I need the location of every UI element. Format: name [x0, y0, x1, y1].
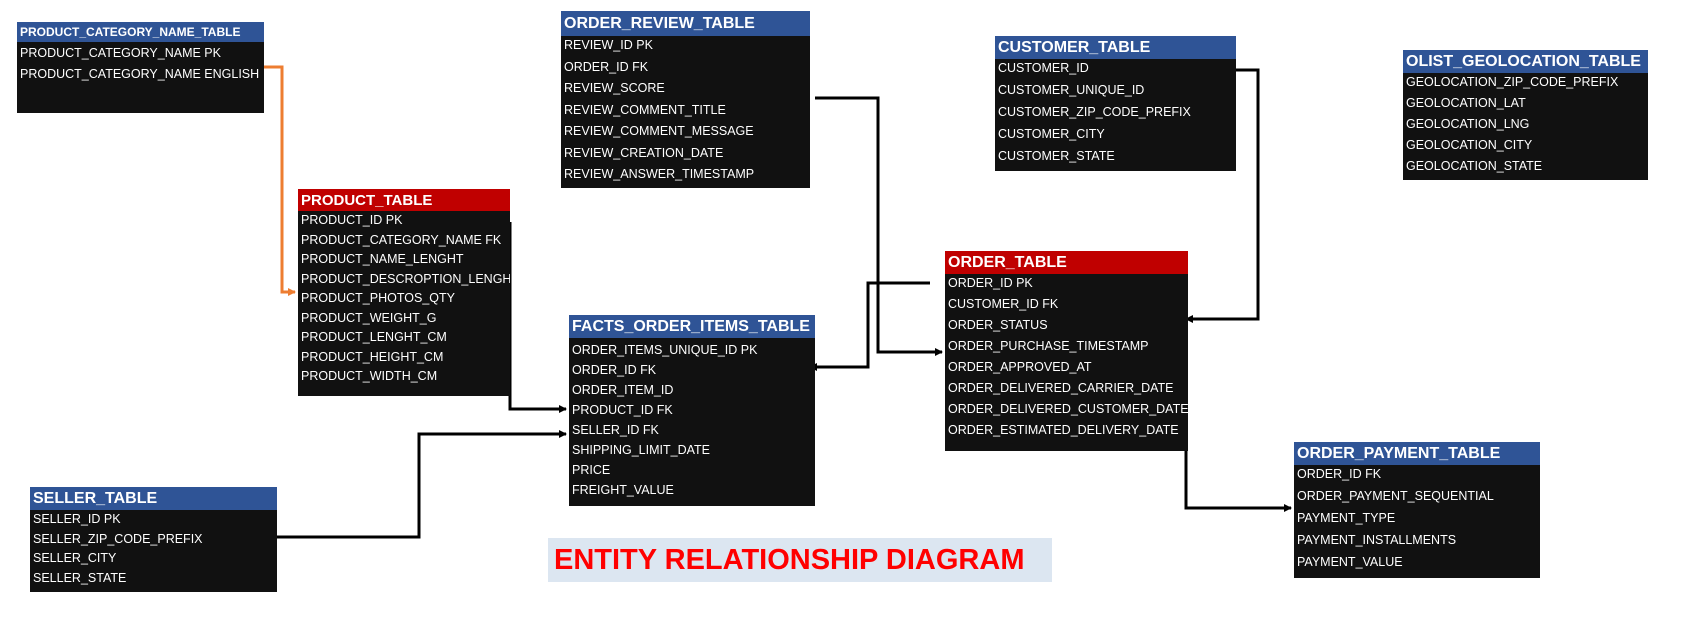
column-row: SELLER_ZIP_CODE_PREFIX	[33, 531, 203, 546]
column-row: SELLER_CITY	[33, 551, 117, 565]
column-row: CUSTOMER_ZIP_CODE_PREFIX	[998, 105, 1191, 119]
column-row: FREIGHT_VALUE	[572, 483, 674, 497]
column-row: REVIEW_SCORE	[564, 81, 665, 95]
product-category-name-table: PRODUCT_CATEGORY_NAME_TABLE PRODUCT_CATE…	[17, 22, 264, 113]
column-row: REVIEW_COMMENT_MESSAGE	[564, 124, 754, 138]
column-row: ORDER_ESTIMATED_DELIVERY_DATE	[948, 423, 1179, 437]
column-row: ORDER_ID PK	[948, 276, 1033, 290]
column-row: PRODUCT_LENGHT_CM	[301, 330, 447, 344]
column-row: PRODUCT_CATEGORY_NAME FK	[301, 232, 502, 247]
column-row: PAYMENT_VALUE	[1297, 555, 1403, 569]
diagram-title-box: ENTITY RELATIONSHIP DIAGRAM	[548, 538, 1052, 582]
column-row: PRODUCT_ID FK	[572, 403, 673, 417]
table-header: SELLER_TABLE	[30, 487, 277, 510]
table-header: PRODUCT_CATEGORY_NAME_TABLE	[17, 22, 264, 42]
column-row: GEOLOCATION_LAT	[1406, 96, 1526, 110]
diagram-title: ENTITY RELATIONSHIP DIAGRAM	[554, 543, 1025, 576]
column-row: ORDER_ID FK	[1297, 467, 1382, 481]
link-seller-to-facts	[277, 430, 567, 539]
column-row: PRODUCT_ID PK	[301, 213, 403, 227]
link-review-to-order	[815, 96, 943, 356]
column-row: ORDER_DELIVERED_CUSTOMER_DATE	[948, 402, 1188, 416]
column-row: CUSTOMER_STATE	[998, 149, 1115, 163]
table-header: OLIST_GEOLOCATION_TABLE	[1403, 50, 1648, 73]
column-row: PRODUCT_CATEGORY_NAME PK	[20, 46, 221, 60]
product-table: PRODUCT_TABLE PRODUCT_ID PK PRODUCT_CATE…	[298, 189, 510, 396]
table-header: ORDER_REVIEW_TABLE	[561, 11, 810, 36]
column-row: CUSTOMER_ID FK	[948, 297, 1059, 311]
seller-table: SELLER_TABLE SELLER_ID PK SELLER_ZIP_COD…	[30, 487, 277, 592]
column-row: ORDER_DELIVERED_CARRIER_DATE	[948, 381, 1174, 395]
column-row: PAYMENT_TYPE	[1297, 511, 1396, 525]
column-row: SELLER_ID PK	[33, 512, 121, 526]
column-row: REVIEW_ANSWER_TIMESTAMP	[564, 167, 755, 181]
column-row: PRODUCT_WIDTH_CM	[301, 369, 438, 383]
column-row: ORDER_ITEM_ID	[572, 383, 674, 397]
order-table: ORDER_TABLE ORDER_ID PK CUSTOMER_ID FK O…	[945, 251, 1188, 451]
column-row: ORDER_ITEMS_UNIQUE_ID PK	[572, 343, 758, 357]
column-row: PRODUCT_WEIGHT_G	[301, 310, 437, 325]
link-product-to-facts	[508, 222, 567, 413]
column-row: PAYMENT_INSTALLMENTS	[1297, 533, 1457, 547]
column-row: GEOLOCATION_ZIP_CODE_PREFIX	[1406, 75, 1619, 89]
column-row: ORDER_ID FK	[572, 363, 657, 377]
customer-table: CUSTOMER_TABLE CUSTOMER_ID CUSTOMER_UNIQ…	[995, 36, 1236, 171]
order-review-table: ORDER_REVIEW_TABLE REVIEW_ID PK ORDER_ID…	[561, 11, 810, 188]
column-row: PRICE	[572, 463, 611, 477]
column-row: CUSTOMER_ID	[998, 61, 1089, 75]
column-row: PRODUCT_NAME_LENGHT	[301, 252, 464, 266]
column-row: GEOLOCATION_LNG	[1406, 117, 1530, 131]
column-row: REVIEW_COMMENT_TITLE	[564, 102, 726, 117]
column-row: GEOLOCATION_CITY	[1406, 138, 1533, 152]
column-row: PRODUCT_PHOTOS_QTY	[301, 291, 455, 305]
column-row: PRODUCT_DESCROPTION_LENGHT	[301, 271, 510, 286]
column-row: REVIEW_CREATION_DATE	[564, 145, 724, 160]
column-row: ORDER_APPROVED_AT	[948, 360, 1092, 374]
column-row: SELLER_STATE	[33, 570, 127, 585]
table-header: ORDER_TABLE	[945, 251, 1188, 274]
column-row: ORDER_PAYMENT_SEQUENTIAL	[1297, 489, 1494, 503]
table-header: FACTS_ORDER_ITEMS_TABLE	[569, 315, 815, 338]
column-row: GEOLOCATION_STATE	[1406, 159, 1543, 173]
link-order-to-facts	[809, 281, 930, 371]
olist-geolocation-table: OLIST_GEOLOCATION_TABLE GEOLOCATION_ZIP_…	[1403, 50, 1648, 180]
column-row: CUSTOMER_UNIQUE_ID	[998, 83, 1145, 97]
table-header: CUSTOMER_TABLE	[995, 36, 1236, 59]
order-payment-table: ORDER_PAYMENT_TABLE ORDER_ID FK ORDER_PA…	[1294, 442, 1540, 578]
column-row: REVIEW_ID PK	[564, 38, 653, 52]
column-row: ORDER_PURCHASE_TIMESTAMP	[948, 339, 1149, 353]
link-customer-to-order	[1185, 68, 1260, 323]
table-header: PRODUCT_TABLE	[298, 189, 510, 211]
column-row: ORDER_ID FK	[564, 59, 649, 74]
column-row: SHIPPING_LIMIT_DATE	[572, 443, 710, 457]
facts-order-items-table: FACTS_ORDER_ITEMS_TABLE ORDER_ITEMS_UNIQ…	[569, 315, 815, 506]
table-header: ORDER_PAYMENT_TABLE	[1294, 442, 1540, 465]
column-row: PRODUCT_CATEGORY_NAME ENGLISH	[20, 67, 260, 81]
column-row: ORDER_STATUS	[948, 318, 1048, 332]
column-row: PRODUCT_HEIGHT_CM	[301, 349, 444, 364]
link-category-to-product	[264, 65, 296, 296]
column-row: CUSTOMER_CITY	[998, 127, 1105, 141]
column-row: SELLER_ID FK	[572, 423, 659, 437]
